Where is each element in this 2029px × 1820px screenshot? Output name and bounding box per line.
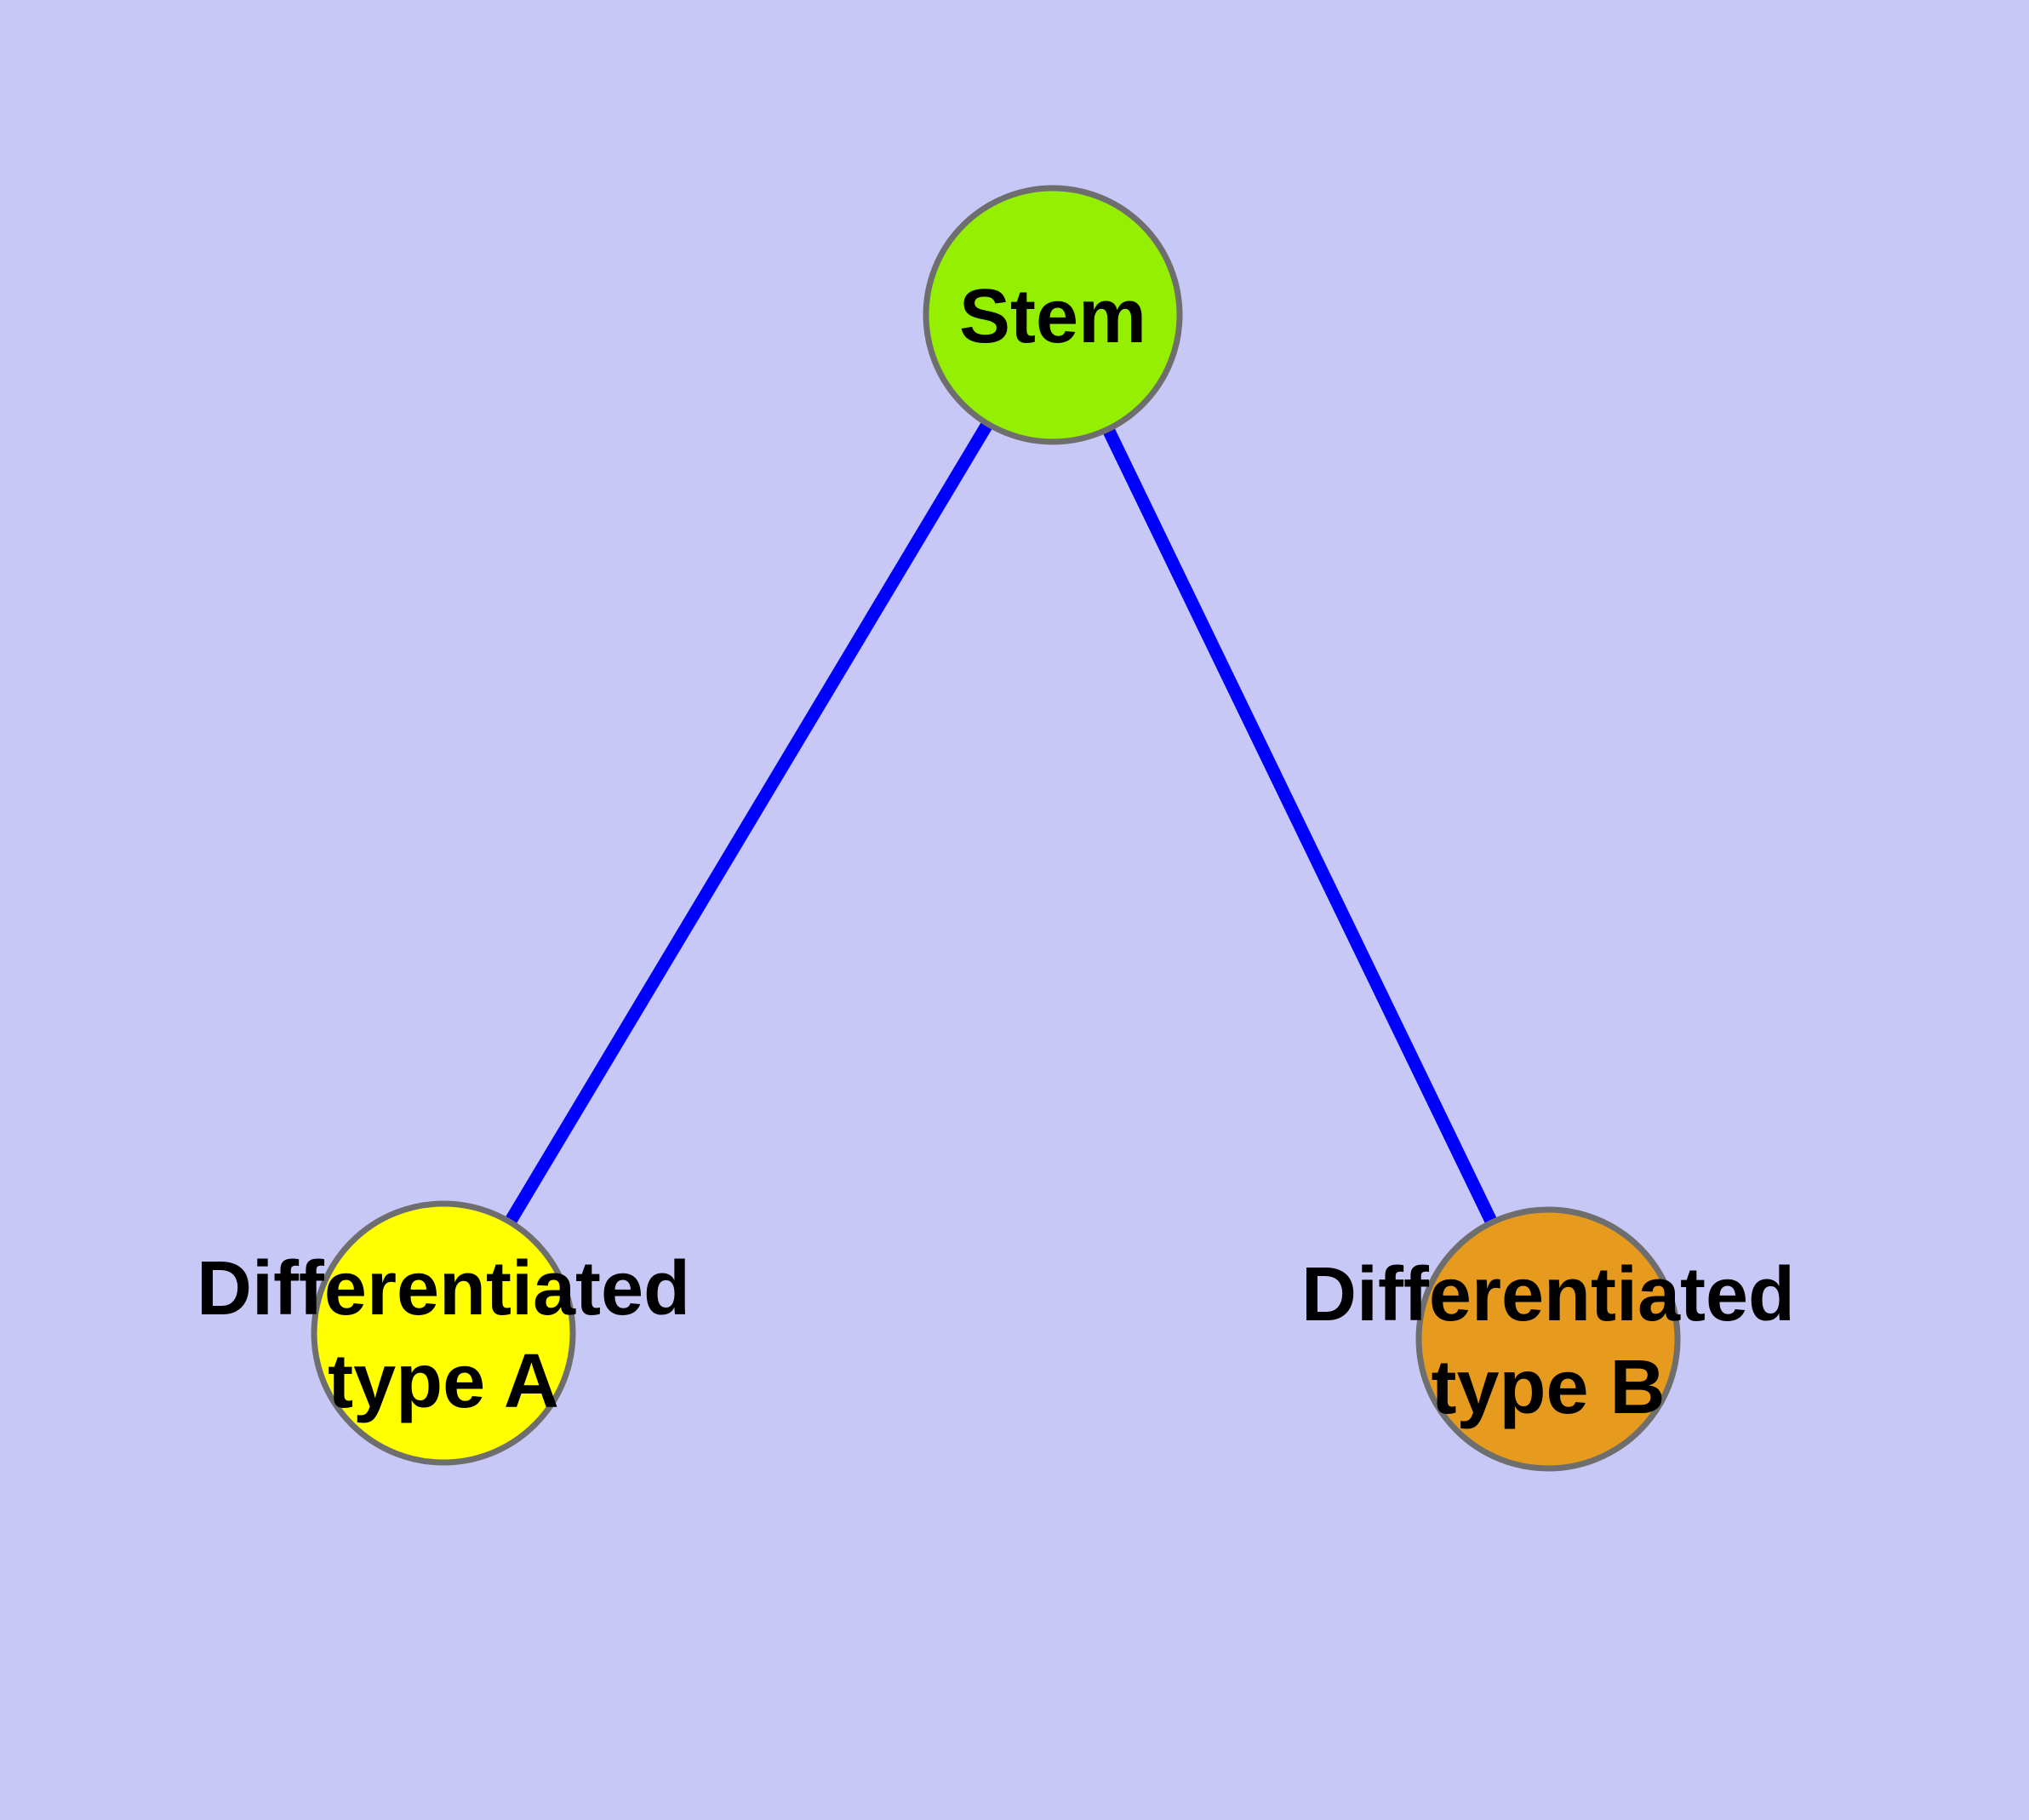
- node-differentiated-type-b-circle: [1415, 1206, 1681, 1472]
- node-stem-circle: [923, 185, 1183, 445]
- node-stem: Stem: [923, 185, 1183, 445]
- node-differentiated-type-b-label-line1: Differentiated: [1301, 1252, 1795, 1337]
- node-differentiated-type-a-label-line2: type A: [328, 1339, 559, 1424]
- node-differentiated-type-a-circle: [311, 1200, 576, 1466]
- node-differentiated-type-b: Differentiated type B: [1301, 1206, 1795, 1472]
- node-differentiated-type-a: Differentiated type A: [197, 1200, 690, 1466]
- edge-stem-to-type-a: [437, 312, 1059, 1336]
- node-differentiated-type-b-label-line2: type B: [1431, 1345, 1665, 1430]
- node-differentiated-type-a-label-line1: Differentiated: [197, 1246, 690, 1331]
- edge-stem-to-type-b: [1047, 312, 1554, 1342]
- node-stem-label: Stem: [959, 274, 1146, 359]
